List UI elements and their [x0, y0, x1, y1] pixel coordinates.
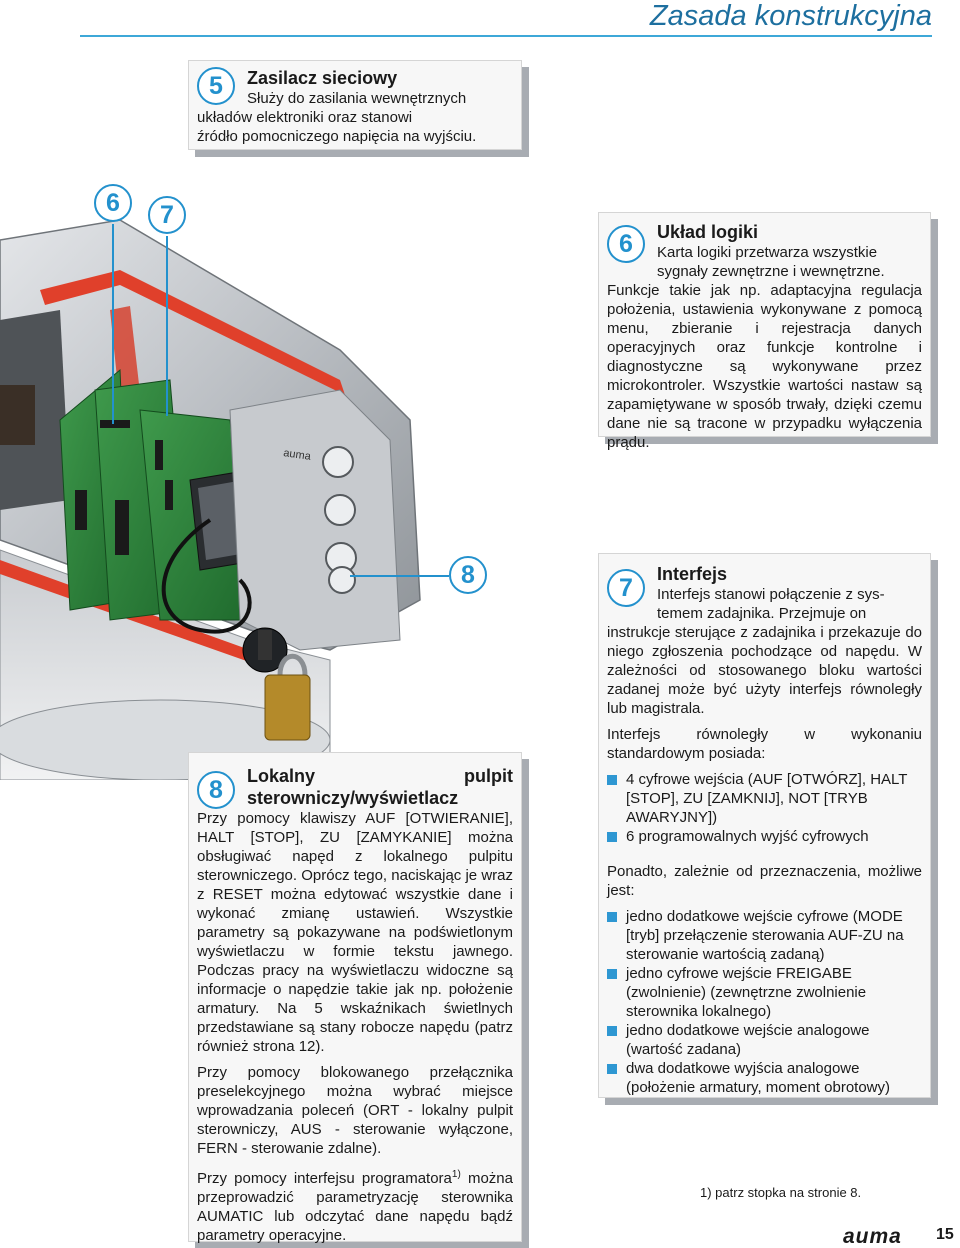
section-title: Lokalny pulpit sterowniczy/wyświetlacz [247, 766, 513, 808]
callout-7-leader [166, 236, 168, 416]
section-text: temem zadajnika. Przejmuje on [657, 605, 867, 622]
footnote: 1) patrz stopka na stronie 8. [700, 1185, 862, 1200]
section-power-supply: 5 Zasilacz sieciowy Służy do zasilania w… [188, 60, 522, 150]
footnote-ref: 1) [451, 1169, 461, 1180]
section-text: sygnały zewnętrzne i wewnętrzne. [657, 263, 885, 280]
section-title: Układ logiki [657, 222, 759, 242]
section-interface: 7 Interfejs Interfejs stanowi połączenie… [598, 553, 931, 1098]
page-number: 15 [936, 1226, 954, 1243]
section-text: Interfejs stanowi połączenie z sys- [657, 586, 885, 603]
callout-8: 8 [449, 556, 487, 594]
section-text: Służy do zasilania wewnętrznych [247, 90, 467, 107]
section-text: źródło pomocniczego napięcia na wyjściu. [197, 128, 477, 145]
list-item: 6 programowalnych wyjść cyfrowych [607, 827, 922, 846]
actuator-illustration: auma [0, 219, 421, 780]
bullet-square-icon [607, 912, 617, 922]
section-number-6: 6 [607, 225, 645, 263]
section-text: instrukcje sterujące z zadajnika i przek… [607, 624, 922, 717]
bullet-square-icon [607, 1026, 617, 1036]
list-item: dwa dodatkowe wyjścia analogowe (położen… [607, 1059, 922, 1097]
section-number-7: 7 [607, 569, 645, 607]
section-text: Przy pomocy interfejsu programatora1) mo… [197, 1169, 513, 1244]
callout-8-leader [350, 575, 449, 577]
section-text: Karta logiki przetwarza wszystkie [657, 244, 878, 261]
section-text: układów elektroniki oraz stanowi [197, 109, 413, 126]
section-text: Przy pomocy blokowanego przełącznika pre… [197, 1064, 513, 1157]
section-number-8: 8 [197, 771, 235, 809]
bullet-square-icon [607, 969, 617, 979]
section-local-control-panel: 8 Lokalny pulpit sterowniczy/wyświetlacz… [188, 752, 522, 1244]
bullet-square-icon [607, 1064, 617, 1074]
callout-6: 6 [94, 184, 132, 222]
section-title: Zasilacz sieciowy [247, 68, 398, 88]
section-logic-unit: 6 Układ logiki Karta logiki przetwarza w… [598, 212, 931, 451]
callout-6-leader [112, 224, 114, 424]
brand-logo: auma [843, 1225, 902, 1248]
section-text: Interfejs równoległy w wykonaniu standar… [607, 726, 922, 762]
header-rule [80, 35, 932, 37]
section-text: Funkcje takie jak np. adaptacyjna regula… [607, 282, 922, 451]
device-brand-label: auma [283, 447, 313, 463]
bullet-square-icon [607, 775, 617, 785]
section-title: Interfejs [657, 564, 728, 584]
list-item: jedno dodatkowe wejście analogowe (warto… [607, 1021, 922, 1059]
section-text: Przy pomocy klawiszy AUF [OTWIERANIE], H… [197, 810, 513, 1055]
section-number-5: 5 [197, 67, 235, 105]
list-item: jedno cyfrowe wejście FREIGABE (zwolnien… [607, 964, 922, 1021]
list-item: jedno dodatkowe wejście cyfrowe (MODE [t… [607, 907, 922, 964]
page-title: Zasada konstrukcyjna [649, 0, 932, 32]
list-item: 4 cyfrowe wejścia (AUF [OTWÓRZ], HALT [S… [607, 770, 922, 827]
section-text: Ponadto, zależnie od przeznaczenia, możl… [607, 863, 922, 899]
callout-7: 7 [148, 196, 186, 234]
bullet-square-icon [607, 832, 617, 842]
